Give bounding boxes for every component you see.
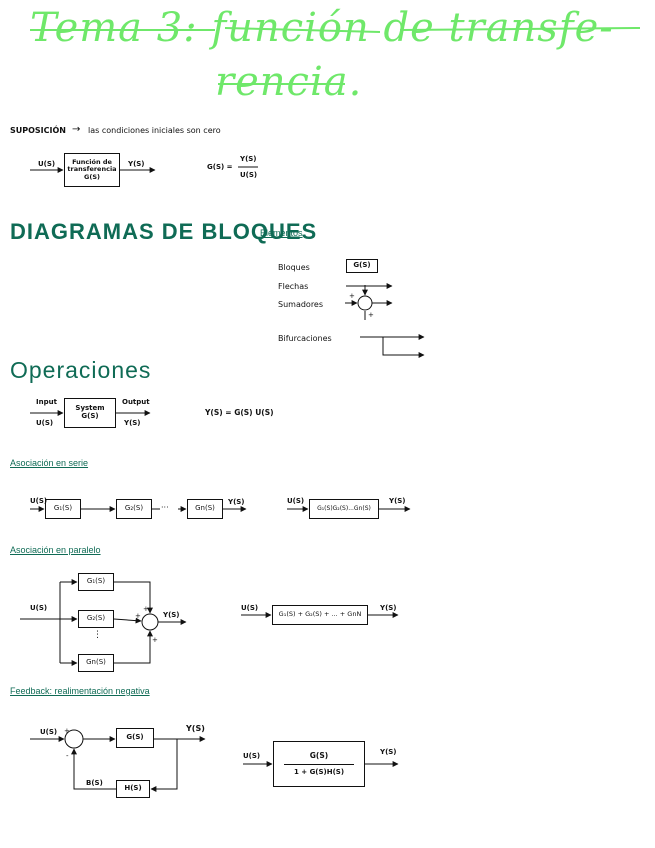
serie-dots: ··· xyxy=(161,503,169,512)
label-sumadores: Sumadores xyxy=(278,300,324,309)
svg-text:-: - xyxy=(66,752,69,760)
feedback-g: G(S) xyxy=(116,728,154,748)
tf-formula-num: Y(S) xyxy=(240,155,257,163)
feedback-b: B(S) xyxy=(86,779,103,787)
op-system-line2: G(S) xyxy=(81,412,99,420)
tf-block: Función de transferencia G(S) xyxy=(64,153,120,187)
serie-g2: G₂(S) xyxy=(116,499,152,519)
tf-input-label: U(S) xyxy=(38,160,56,168)
section-diagramas: DIAGRAMAS DE BLOQUES xyxy=(10,219,318,244)
paralelo-eq-out: Y(S) xyxy=(380,604,397,612)
svg-text:+: + xyxy=(143,605,149,613)
serie-g1: G₁(S) xyxy=(45,499,81,519)
op-output-signal: Y(S) xyxy=(124,419,141,427)
paralelo-g2: G₂(S) xyxy=(78,610,114,628)
op-input-signal: U(S) xyxy=(36,419,54,427)
serie-eq-block: G₁(S)G₂(S)...Gn(S) xyxy=(309,499,379,519)
page-title-line1: Tema 3: función de transfe- xyxy=(30,5,614,51)
feedback-eq-out: Y(S) xyxy=(380,748,397,756)
op-formula: Y(S) = G(S) U(S) xyxy=(205,408,274,417)
feedback-eq-num: G(S) xyxy=(309,750,329,760)
op-system-line1: System xyxy=(75,404,105,413)
tf-formula-lhs: G(S) = xyxy=(207,163,233,171)
serie-eq-in: U(S) xyxy=(287,497,305,505)
label-bifurcaciones: Bifurcaciones xyxy=(278,334,332,343)
svg-text:+: + xyxy=(368,311,374,319)
label-bloques: Bloques xyxy=(278,263,310,272)
paralelo-out: Y(S) xyxy=(163,611,180,619)
serie-eq-out: Y(S) xyxy=(389,497,406,505)
subheading-serie: Asociación en serie xyxy=(10,458,89,468)
svg-text:+: + xyxy=(349,292,355,300)
paralelo-eq-in: U(S) xyxy=(241,604,259,612)
serie-out: Y(S) xyxy=(228,498,245,506)
serie-gn: Gn(S) xyxy=(187,499,223,519)
paralelo-eq-block: G₁(S) + G₂(S) + ... + GnN xyxy=(272,605,368,625)
op-output-label: Output xyxy=(122,398,150,406)
op-input-label: Input xyxy=(36,398,57,406)
subheading-elementos: Elementos xyxy=(260,228,303,238)
tf-formula-den: U(S) xyxy=(240,171,258,179)
page-title-line2: rencia. xyxy=(215,59,363,105)
feedback-eq-block: G(S) 1 + G(S)H(S) xyxy=(273,741,365,787)
label-flechas: Flechas xyxy=(278,282,309,291)
feedback-eq-den: 1 + G(S)H(S) xyxy=(293,767,345,776)
subheading-paralelo: Asociación en paralelo xyxy=(10,545,101,555)
paralelo-gn: Gn(S) xyxy=(78,654,114,672)
bloques-box: G(S) xyxy=(346,259,378,273)
svg-text:+: + xyxy=(152,636,158,644)
paralelo-in: U(S) xyxy=(30,604,48,612)
feedback-in: U(S) xyxy=(40,728,58,736)
op-system-block: System G(S) xyxy=(64,398,116,428)
subheading-feedback: Feedback: realimentación negativa xyxy=(10,686,150,696)
svg-text:+: + xyxy=(135,612,141,620)
paralelo-vdots: ⋮ xyxy=(93,630,102,640)
feedback-out: Y(S) xyxy=(186,724,205,733)
tf-output-label: Y(S) xyxy=(128,160,145,168)
arrow-icon: → xyxy=(72,124,81,135)
feedback-eq-in: U(S) xyxy=(243,752,261,760)
assumption-label: SUPOSICIÓN xyxy=(10,126,67,135)
assumption-text: las condiciones iniciales son cero xyxy=(88,126,221,135)
section-operaciones: Operaciones xyxy=(10,357,152,383)
serie-in: U(S) xyxy=(30,497,48,505)
feedback-h: H(S) xyxy=(116,780,150,798)
fraction-bar xyxy=(284,763,354,765)
svg-text:+: + xyxy=(64,727,70,735)
paralelo-g1: G₁(S) xyxy=(78,573,114,591)
